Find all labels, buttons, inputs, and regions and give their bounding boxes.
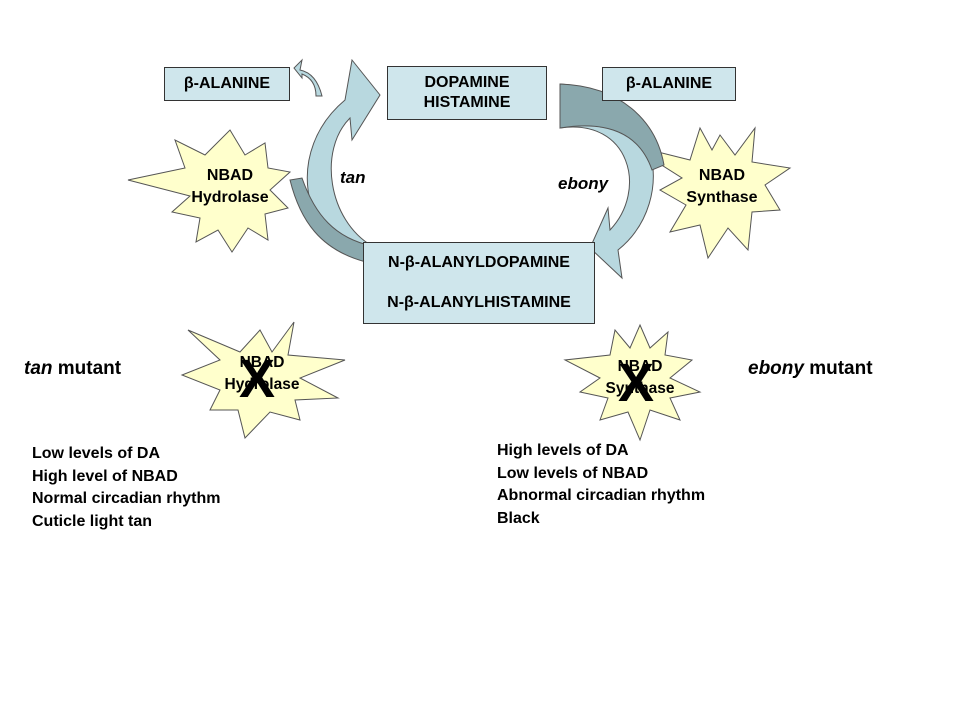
tan-arrow-shade xyxy=(289,177,373,263)
mutant-synthase-line2: Synthase xyxy=(605,380,675,397)
beta-alanine-box-left: β-ALANINE xyxy=(164,67,290,101)
ebony-mutant-heading: ebony mutant xyxy=(748,358,873,380)
synthase-star-line1: NBAD xyxy=(698,167,746,184)
beta-alanine-box-right: β-ALANINE xyxy=(602,67,736,101)
mutant-hydrolase-text: NBAD Hydrolase xyxy=(212,352,312,396)
synthase-star xyxy=(629,126,792,260)
tan-mutant-heading: tan mutant xyxy=(24,358,121,380)
beta-alanine-label-right: β-ALANINE xyxy=(625,75,713,92)
list-item: High levels of DA xyxy=(497,442,629,459)
list-item: Normal circadian rhythm xyxy=(32,490,221,507)
synthase-star-text: NBAD Synthase xyxy=(672,165,772,209)
list-item: High level of NBAD xyxy=(32,467,178,485)
amines-line1: DOPAMINE xyxy=(424,74,510,91)
mutant-synthase-text: NBAD Synthase xyxy=(590,356,690,400)
mutant-synthase-line1: NBAD xyxy=(617,358,663,375)
list-item: Abnormal circadian rhythm xyxy=(497,487,706,504)
list-item: Black xyxy=(497,509,540,527)
beta-alanine-label-left: β-ALANINE xyxy=(183,75,271,92)
hydrolase-star-line2: Hydrolase xyxy=(191,189,269,206)
mutant-hydrolase-star xyxy=(180,321,346,439)
conjugates-line1: N-β-ALANYLDOPAMINE xyxy=(388,254,570,271)
hydrolase-star-line1: NBAD xyxy=(206,167,254,184)
beta-alanine-release-arrow-left xyxy=(293,58,323,97)
mutant-synthase-star xyxy=(563,323,702,442)
mutant-hydrolase-line2: Hydrolase xyxy=(224,376,300,393)
knockout-x-hydrolase: X xyxy=(239,349,276,409)
hydrolase-star xyxy=(127,129,292,253)
gene-label-ebony: ebony xyxy=(558,174,609,193)
list-item: Low levels of NBAD xyxy=(497,464,649,482)
ebony-phenotype-list: High levels of DA Low levels of NBAD Abn… xyxy=(497,440,705,530)
ebony-mutant-gene: ebony xyxy=(748,358,804,379)
gene-label-tan: tan xyxy=(340,168,366,187)
list-item: Low levels of DA xyxy=(32,445,161,462)
amines-box: DOPAMINE HISTAMINE xyxy=(387,66,547,120)
knockout-x-synthase: X xyxy=(618,353,655,413)
hydrolase-star-text: NBAD Hydrolase xyxy=(180,165,280,209)
tan-mutant-suffix: mutant xyxy=(52,358,122,379)
amines-line2: HISTAMINE xyxy=(423,94,511,111)
ebony-mutant-suffix: mutant xyxy=(803,358,873,379)
synthase-star-line2: Synthase xyxy=(686,189,758,206)
conjugates-box: N-β-ALANYLDOPAMINE N-β-ALANYLHISTAMINE xyxy=(363,242,595,324)
list-item: Cuticle light tan xyxy=(32,512,152,530)
conjugates-line2: N-β-ALANYLHISTAMINE xyxy=(387,294,571,311)
tan-phenotype-list: Low levels of DA High level of NBAD Norm… xyxy=(32,443,221,533)
tan-mutant-gene: tan xyxy=(24,358,53,379)
mutant-hydrolase-line1: NBAD xyxy=(239,354,285,371)
